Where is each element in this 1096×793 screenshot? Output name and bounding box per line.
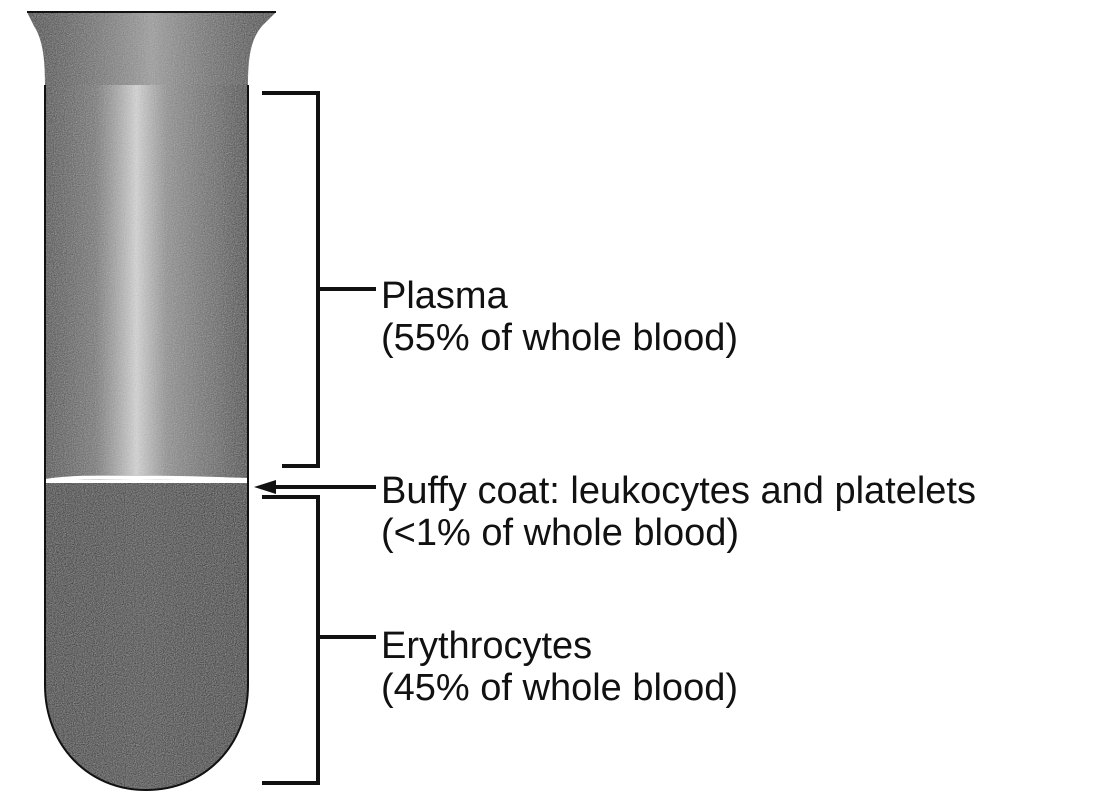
erythrocyte-layer: [45, 483, 248, 790]
plasma-percentage: (55% of whole blood): [381, 317, 738, 359]
plasma-label: Plasma (55% of whole blood): [381, 275, 738, 359]
buffy-coat-label: Buffy coat: leukocytes and platelets (<1…: [381, 470, 976, 554]
buffy-coat-name: Buffy coat: leukocytes and platelets: [381, 470, 976, 512]
erythrocytes-percentage: (45% of whole blood): [381, 667, 738, 709]
plasma-bracket: [262, 93, 376, 466]
plasma-layer: [45, 85, 248, 480]
erythrocytes-name: Erythrocytes: [381, 625, 738, 667]
buffy-coat-percentage: (<1% of whole blood): [381, 512, 976, 554]
buffy-coat-layer: [45, 478, 248, 481]
plasma-name: Plasma: [381, 275, 738, 317]
erythrocytes-label: Erythrocytes (45% of whole blood): [381, 625, 738, 709]
buffy-coat-pointer: [254, 480, 376, 494]
tube-rim: [27, 12, 276, 85]
test-tube: [27, 12, 276, 790]
erythrocytes-bracket: [262, 497, 376, 783]
